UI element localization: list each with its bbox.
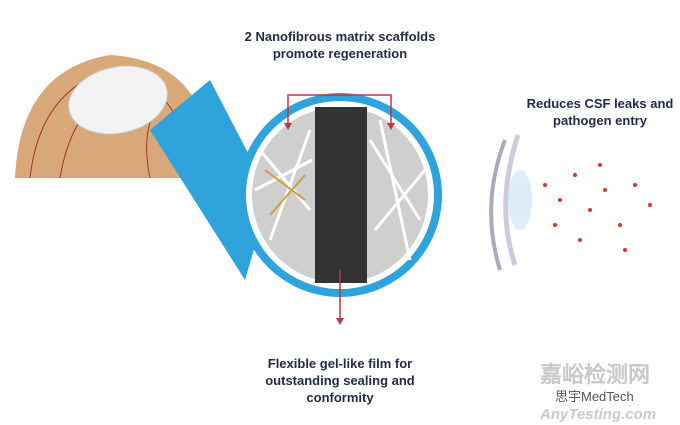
membrane-illustration: [489, 134, 652, 271]
watermark-site-en: AnyTesting.com: [540, 406, 657, 423]
csf-label: Reduces CSF leaks and pathogen entry: [526, 96, 674, 128]
implant-patch: [68, 65, 168, 135]
watermark-source: 思宇MedTech: [555, 389, 634, 404]
film-label: Flexible gel-like film for outstanding s…: [265, 356, 415, 405]
magnified-circle: [238, 93, 442, 297]
magnify-beam: [150, 80, 270, 280]
arrows: [287, 94, 392, 320]
gel-film: [315, 107, 367, 283]
watermark-site-cn: 嘉峪检测网: [540, 362, 651, 387]
scaffolds-label: 2 Nanofibrous matrix scaffolds promote r…: [244, 29, 436, 61]
